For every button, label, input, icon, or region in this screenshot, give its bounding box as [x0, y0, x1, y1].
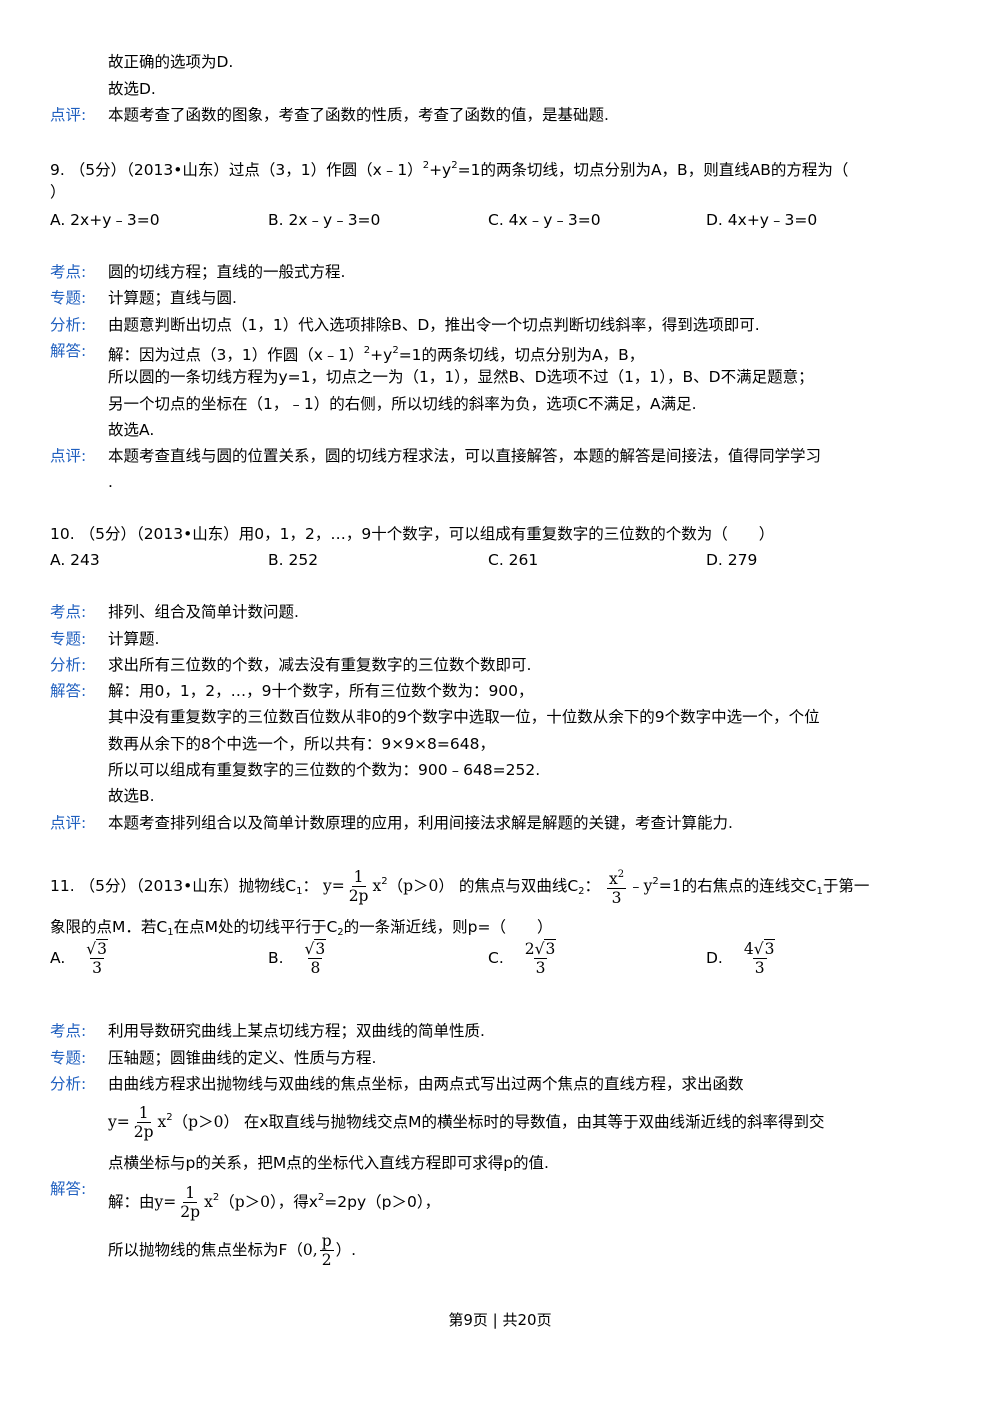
kaodian-label: 考点:: [50, 1022, 87, 1040]
question-11-stem-cont: 象限的点M．若C1在点M处的切线平行于C2的一条渐近线，则p=（ ）: [50, 918, 553, 938]
jieda-label: 解答:: [50, 682, 87, 700]
jieda-line: 故选A.: [108, 421, 155, 439]
dianping-label: 点评:: [50, 447, 87, 465]
dianping-text: 本题考查直线与圆的位置关系，圆的切线方程求法，可以直接解答，本题的解答是间接法，…: [108, 447, 822, 465]
option-c: C. 261: [488, 551, 539, 569]
review-text: 本题考查了函数的图象，考查了函数的性质，考查了函数的值，是基础题.: [108, 106, 609, 124]
zhuanti-label: 专题:: [50, 1049, 87, 1067]
option-b: B. 2x﹣y﹣3=0: [268, 211, 381, 229]
fenxi-text: 由曲线方程求出抛物线与双曲线的焦点坐标，由两点式写出过两个焦点的直线方程，求出函…: [108, 1075, 744, 1093]
kaodian-text: 利用导数研究曲线上某点切线方程；双曲线的简单性质.: [108, 1022, 485, 1040]
option-c: C. 4x﹣y﹣3=0: [488, 211, 601, 229]
question-10-stem: 10. （5分）（2013•山东）用0，1，2，…，9十个数字，可以组成有重复数…: [50, 525, 775, 543]
zhuanti-text: 计算题.: [108, 630, 160, 648]
zhuanti-label: 专题:: [50, 289, 87, 307]
kaodian-label: 考点:: [50, 603, 87, 621]
kaodian-label: 考点:: [50, 263, 87, 281]
jieda-label: 解答:: [50, 342, 87, 360]
zhuanti-text: 计算题；直线与圆.: [108, 289, 237, 307]
fenxi-label: 分析:: [50, 316, 87, 334]
zhuanti-text: 压轴题；圆锥曲线的定义、性质与方程.: [108, 1049, 377, 1067]
fenxi-label: 分析:: [50, 1075, 87, 1093]
jieda-line: 所以可以组成有重复数字的三位数的个数为：900﹣648=252.: [108, 761, 541, 779]
option-a: A. 2x+y﹣3=0: [50, 211, 160, 229]
kaodian-text: 排列、组合及简单计数问题.: [108, 603, 299, 621]
text-line: 故正确的选项为D.: [108, 53, 234, 71]
fenxi-text: 求出所有三位数的个数，减去没有重复数字的三位数个数即可.: [108, 656, 532, 674]
dianping-label: 点评:: [50, 814, 87, 832]
page-footer: 第9页 | 共20页: [448, 1311, 552, 1329]
kaodian-text: 圆的切线方程；直线的一般式方程.: [108, 263, 346, 281]
text-line: 故选D.: [108, 80, 156, 98]
jieda-line: 其中没有重复数字的三位数百位数从非0的9个数字中选取一位，十位数从余下的9个数字…: [108, 708, 820, 726]
fenxi-label: 分析:: [50, 656, 87, 674]
option-d: D. 279: [706, 551, 758, 569]
jieda-line: 所以圆的一条切线方程为y=1，切点之一为（1，1），显然B、D选项不过（1，1）…: [108, 368, 814, 386]
dianping-text: 本题考查排列组合以及简单计数原理的应用，利用间接法求解是解题的关键，考查计算能力…: [108, 814, 733, 832]
fenxi-line: 点横坐标与p的关系，把M点的坐标代入直线方程即可求得p的值.: [108, 1154, 549, 1172]
question-9-stem: 9. （5分）（2013•山东）过点（3，1）作圆（x﹣1）2+y2=1的两条切…: [50, 160, 849, 179]
jieda-line: 故选B.: [108, 787, 155, 805]
question-9-stem-cont: ）: [50, 183, 66, 201]
zhuanti-label: 专题:: [50, 630, 87, 648]
jieda-line: 解：用0，1，2，…，9十个数字，所有三位数个数为：900，: [108, 682, 534, 700]
option-d: D. 4x+y﹣3=0: [706, 211, 818, 229]
dianping-text-cont: .: [108, 473, 113, 491]
fenxi-text: 由题意判断出切点（1，1）代入选项排除B、D，推出令一个切点判断切线斜率，得到选…: [108, 316, 760, 334]
option-a: A. 243: [50, 551, 100, 569]
jieda-line: 解：因为过点（3，1）作圆（x﹣1）2+y2=1的两条切线，切点分别为A，B，: [108, 345, 645, 364]
jieda-line: 另一个切点的坐标在（1，﹣1）的右侧，所以切线的斜率为负，选项C不满足，A满足.: [108, 395, 697, 413]
option-b: B. 252: [268, 551, 319, 569]
jieda-line: 数再从余下的8个中选一个，所以共有：9×9×8=648，: [108, 735, 495, 753]
review-label: 点评:: [50, 106, 87, 124]
jieda-label: 解答:: [50, 1180, 87, 1198]
